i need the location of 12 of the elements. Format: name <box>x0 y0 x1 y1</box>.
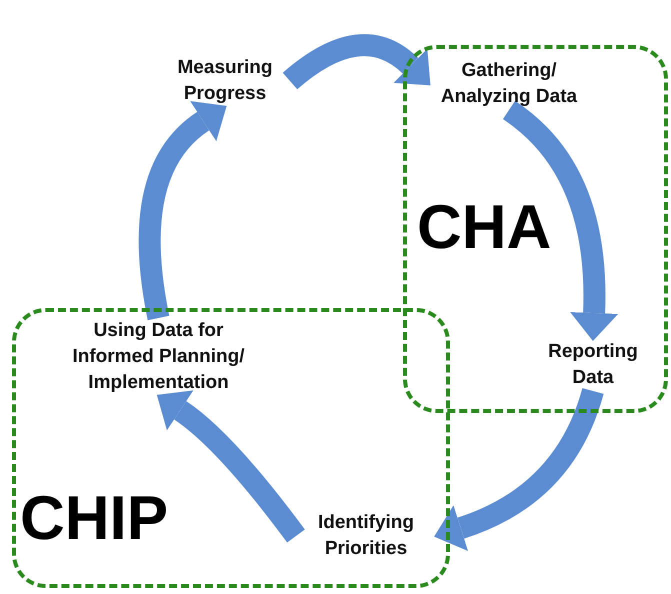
step-label: Gathering/ Analyzing Data <box>429 58 589 110</box>
curved-arrow <box>283 34 432 90</box>
curved-arrow <box>157 390 305 543</box>
step-label: Using Data for Informed Planning/ Implementation <box>56 318 261 396</box>
region-title: CHA <box>417 197 552 259</box>
step-label: Reporting Data <box>533 339 653 391</box>
dashed-region <box>403 45 668 413</box>
step-label: Identifying Priorities <box>296 510 436 562</box>
curved-arrow <box>502 101 618 342</box>
region-title: CHIP <box>20 488 168 550</box>
step-label: Measuring Progress <box>160 55 290 107</box>
dashed-region <box>12 308 450 588</box>
